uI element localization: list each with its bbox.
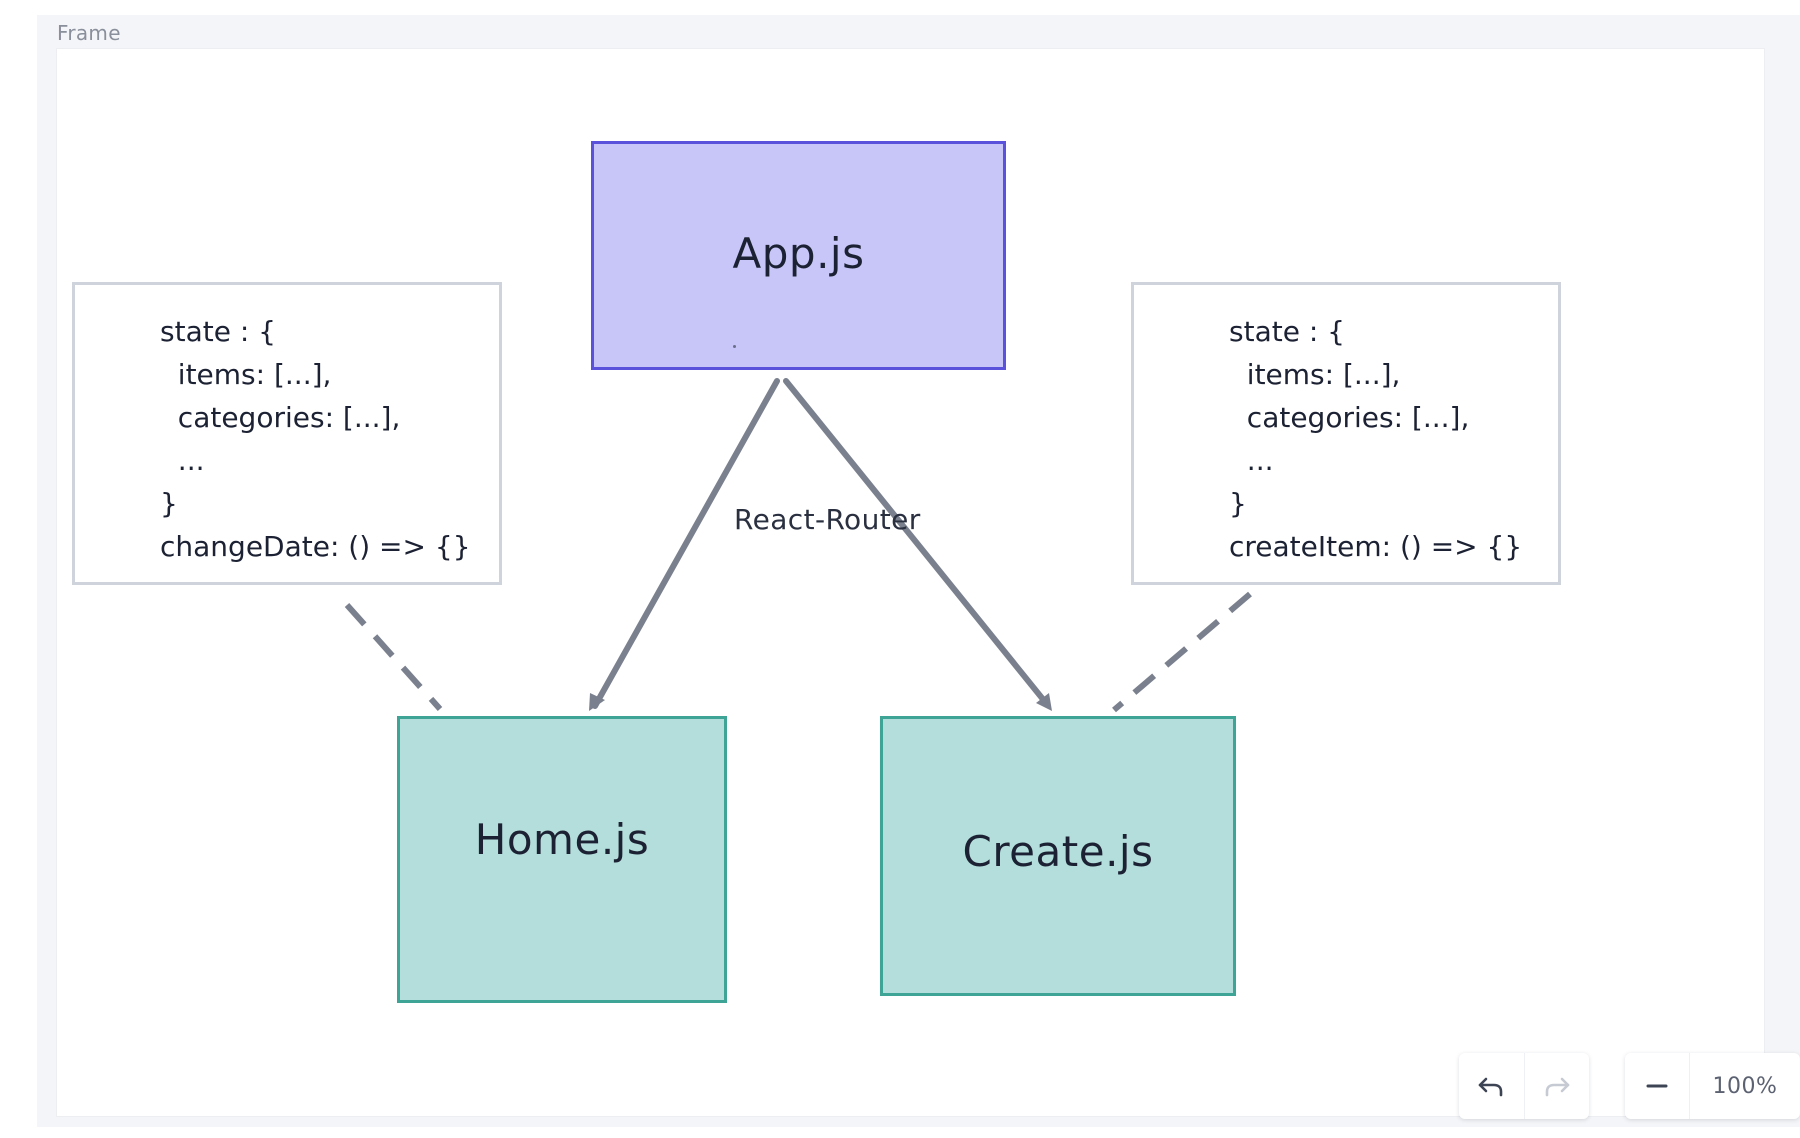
note-left-line: } (160, 487, 178, 520)
undo-button[interactable] (1459, 1053, 1524, 1119)
redo-button[interactable] (1523, 1053, 1590, 1119)
note-right-line: ... (1229, 444, 1274, 477)
note-left-line: categories: [...], (160, 401, 401, 434)
router-arrow-home[interactable] (592, 378, 780, 709)
note-right-line: items: [...], (1229, 358, 1401, 391)
router-edge-label[interactable]: React-Router (734, 503, 921, 536)
app-dot (733, 345, 736, 348)
minus-icon (1646, 1084, 1668, 1088)
note-right-line: } (1229, 487, 1247, 520)
note-right-line: createItem: () => {} (1229, 530, 1523, 563)
zoom-out-button[interactable] (1625, 1053, 1690, 1119)
note-left-line: ... (160, 444, 205, 477)
node-app[interactable]: App.js (591, 141, 1006, 370)
note-left-line: items: [...], (160, 358, 332, 391)
history-toolbar (1459, 1053, 1589, 1119)
note-right-state[interactable]: state : { items: [...], categories: [...… (1131, 282, 1561, 585)
note-left-line: state : { (160, 315, 276, 348)
note-left-line: changeDate: () => {} (160, 530, 471, 563)
dashed-link-left-note[interactable] (344, 603, 443, 711)
node-create[interactable]: Create.js (880, 716, 1236, 996)
router-arrow-create[interactable] (783, 378, 1049, 706)
node-create-label: Create.js (962, 826, 1154, 876)
zoom-toolbar: 100% (1625, 1053, 1800, 1119)
undo-icon (1478, 1077, 1503, 1097)
node-app-label: App.js (732, 229, 865, 278)
arrowhead-home (589, 693, 605, 711)
note-left-state[interactable]: state : { items: [...], categories: [...… (72, 282, 502, 585)
redo-icon (1545, 1077, 1570, 1097)
node-home[interactable]: Home.js (397, 716, 727, 1003)
zoom-level[interactable]: 100% (1712, 1073, 1778, 1099)
note-right-line: categories: [...], (1229, 401, 1470, 434)
dashed-link-right-note[interactable] (1112, 591, 1252, 713)
arrowhead-create (1036, 693, 1052, 711)
frame-label[interactable]: Frame (57, 21, 121, 45)
node-home-label: Home.js (474, 815, 650, 864)
note-right-line: state : { (1229, 315, 1345, 348)
